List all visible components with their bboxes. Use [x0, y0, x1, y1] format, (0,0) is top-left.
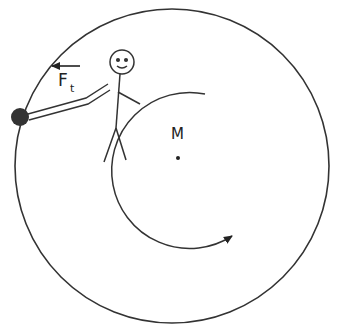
rotation-arrow [112, 92, 232, 248]
force-arrow [52, 65, 80, 67]
person [104, 50, 140, 162]
platform-circle [15, 9, 329, 323]
mass-label: M [171, 127, 184, 142]
ball [11, 108, 29, 126]
force-subscript: t [70, 83, 74, 94]
arm [29, 90, 110, 120]
force-label: F [58, 72, 68, 89]
center-dot [176, 156, 180, 160]
